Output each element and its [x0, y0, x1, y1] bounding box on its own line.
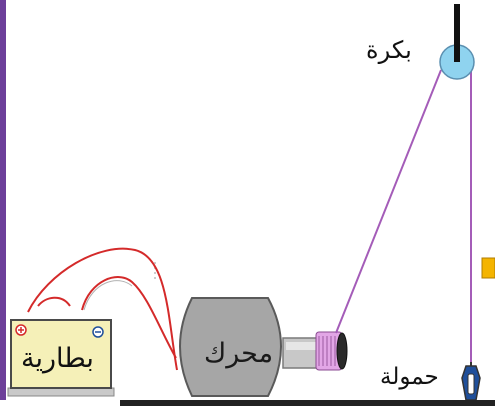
load-label: حمولة	[380, 364, 439, 390]
wire-short	[37, 296, 71, 307]
load	[461, 362, 481, 401]
minus-circle-icon	[92, 326, 104, 338]
battery-base	[7, 387, 115, 397]
wire-shadow	[83, 280, 133, 311]
wires	[27, 247, 178, 371]
rope-spool-to-pulley	[335, 69, 442, 334]
motor-body	[179, 297, 282, 397]
motor-label: محرك	[204, 338, 274, 369]
pulley-label: بكرة	[366, 36, 412, 64]
pulley	[439, 4, 475, 80]
motor-shaft-highlight	[286, 342, 318, 350]
left-frame-strip	[0, 0, 6, 400]
battery	[7, 319, 115, 397]
wire-inner	[81, 276, 177, 359]
battery-label: بطارية	[21, 343, 94, 374]
plus-circle-icon	[15, 324, 27, 336]
rope-spool	[315, 331, 348, 371]
marker-square	[481, 257, 495, 279]
ground-line	[120, 400, 495, 406]
wire-outer	[27, 247, 178, 371]
